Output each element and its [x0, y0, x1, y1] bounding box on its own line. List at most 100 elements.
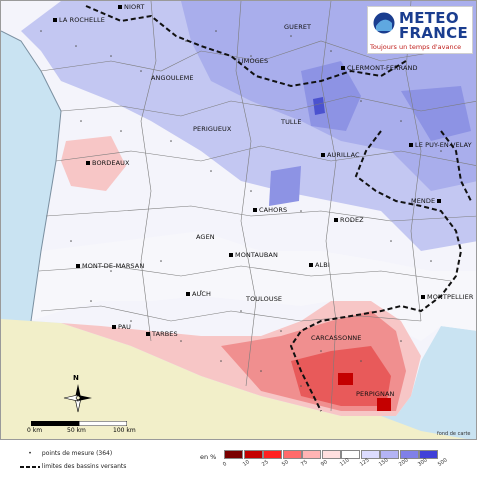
- scale-label-100: 100 km: [113, 427, 136, 434]
- city-marker: [112, 325, 116, 329]
- legend-swatch: [399, 450, 419, 459]
- city-marker: [334, 218, 338, 222]
- logo-emblem-icon: [372, 11, 396, 35]
- city-label: ANGOULEME: [151, 74, 194, 82]
- point-symbol-icon: •: [28, 450, 32, 457]
- city-montauban: MONTAUBAN: [229, 251, 278, 259]
- legend-swatch: [380, 450, 399, 459]
- city-marker: [118, 5, 122, 9]
- city-marker: [146, 332, 150, 336]
- city-label: BORDEAUX: [92, 159, 130, 167]
- city-pau: PAU: [112, 323, 131, 331]
- city-albi: ALBI: [309, 261, 330, 269]
- city-le-puy-en-velay: LE PUY-EN-VELAY: [409, 141, 472, 149]
- city-clermont-ferrand: CLERMONT-FERRAND: [341, 64, 418, 72]
- legend-class-label: 90: [319, 459, 329, 468]
- city-auch: AUCH: [186, 290, 211, 298]
- legend-swatch: [341, 450, 360, 459]
- city-label: TOULOUSE: [246, 295, 283, 303]
- city-agen: AGEN: [196, 233, 215, 241]
- legend-swatch: [321, 450, 341, 459]
- basin-limits: [85, 5, 472, 412]
- city-mende: MENDE: [411, 197, 442, 205]
- city-label: PERPIGNAN: [356, 390, 395, 398]
- city-label: AURILLAC: [327, 151, 360, 159]
- city-montpellier: MONTPELLIER: [421, 293, 473, 301]
- city-toulouse: TOULOUSE: [246, 295, 282, 303]
- city-carcassonne: CARCASSONNE: [311, 334, 361, 342]
- meteo-france-logo: METEO FRANCE Toujours un temps d'avance: [367, 6, 473, 54]
- city-label: MONTPELLIER: [427, 293, 474, 301]
- city-niort: NIORT: [118, 3, 144, 11]
- city-label: TULLE: [281, 118, 302, 126]
- city-perpignan: PERPIGNAN: [356, 390, 395, 398]
- legend-points-label: points de mesure (364): [41, 450, 113, 457]
- legend-swatch: [302, 450, 321, 459]
- legend-class-label: 25: [261, 459, 270, 468]
- city-marker: [229, 253, 233, 257]
- city-tulle: TULLE: [281, 118, 302, 126]
- wet-region-cahors: [269, 166, 301, 206]
- city-limoges: LIMOGES: [238, 57, 268, 65]
- legend-class-label: 10: [241, 459, 251, 468]
- city-marker: [253, 208, 257, 212]
- city-cahors: CAHORS: [253, 206, 287, 214]
- city-label: AUCH: [192, 290, 212, 298]
- city-label: AGEN: [196, 233, 215, 241]
- city-label: RODEZ: [340, 216, 364, 224]
- scale-label-50: 50 km: [67, 427, 86, 434]
- city-mont-de-marsan: MONT-DE-MARSAN: [76, 262, 144, 270]
- logo-tagline: Toujours un temps d'avance: [370, 43, 462, 51]
- legend-class-label: 50: [280, 459, 290, 468]
- city-marker: [76, 264, 80, 268]
- measurement-points: [40, 30, 442, 387]
- city-aurillac: AURILLAC: [321, 151, 360, 159]
- city-angouleme: ANGOULEME: [151, 74, 194, 82]
- city-marker: [309, 263, 313, 267]
- city-label: PAU: [118, 323, 132, 331]
- city-label: PERIGUEUX: [193, 125, 232, 133]
- map-canvas: [1, 1, 476, 439]
- city-tarbes: TARBES: [146, 330, 178, 338]
- logo-line-1: METEO: [399, 9, 459, 27]
- city-marker: [341, 66, 345, 70]
- dry-region-bordeaux: [61, 136, 126, 191]
- city-marker: [421, 295, 425, 299]
- legend-swatch: [419, 450, 438, 459]
- city-label: MONTAUBAN: [235, 251, 278, 259]
- dry-spot-1: [338, 373, 353, 385]
- dashed-line-icon: [20, 465, 40, 468]
- legend-unit: en %: [200, 453, 217, 461]
- legend-swatch: [263, 450, 282, 459]
- city-label: LIMOGES: [238, 57, 269, 65]
- city-label: CAHORS: [259, 206, 288, 214]
- city-marker: [321, 153, 325, 157]
- city-perigueux: PERIGUEUX: [193, 125, 231, 133]
- legend-swatch: [224, 450, 243, 459]
- department-boundaries: [38, 1, 476, 412]
- city-label: LA ROCHELLE: [59, 16, 105, 24]
- scale-label-0: 0 km: [27, 427, 43, 434]
- city-gueret: GUERET: [284, 23, 311, 31]
- city-marker: [186, 292, 190, 296]
- wet-spot-auvergne: [313, 97, 325, 115]
- legend-class-label: 500: [436, 457, 449, 468]
- legend-swatch: [243, 450, 263, 459]
- city-la-rochelle: LA ROCHELLE: [53, 16, 105, 24]
- city-marker: [86, 161, 90, 165]
- north-arrow-icon: [63, 384, 92, 413]
- legend-swatch: [360, 450, 380, 459]
- city-label: CARCASSONNE: [311, 334, 362, 342]
- city-bordeaux: BORDEAUX: [86, 159, 130, 167]
- scale-bar: [31, 421, 127, 426]
- legend-class-label: 0: [222, 461, 229, 468]
- city-label: MENDE: [411, 197, 436, 205]
- precipitation-ratio-map: LA ROCHELLE NIORT GUERET ANGOULEME LIMOG…: [0, 0, 477, 440]
- city-label: LE PUY-EN-VELAY: [415, 141, 472, 149]
- north-label: N: [73, 374, 79, 382]
- legend-basins-row: limites des bassins versants: [20, 463, 126, 470]
- city-marker: [409, 143, 413, 147]
- legend-basins-label: limites des bassins versants: [41, 463, 127, 470]
- city-label: ALBI: [315, 261, 330, 269]
